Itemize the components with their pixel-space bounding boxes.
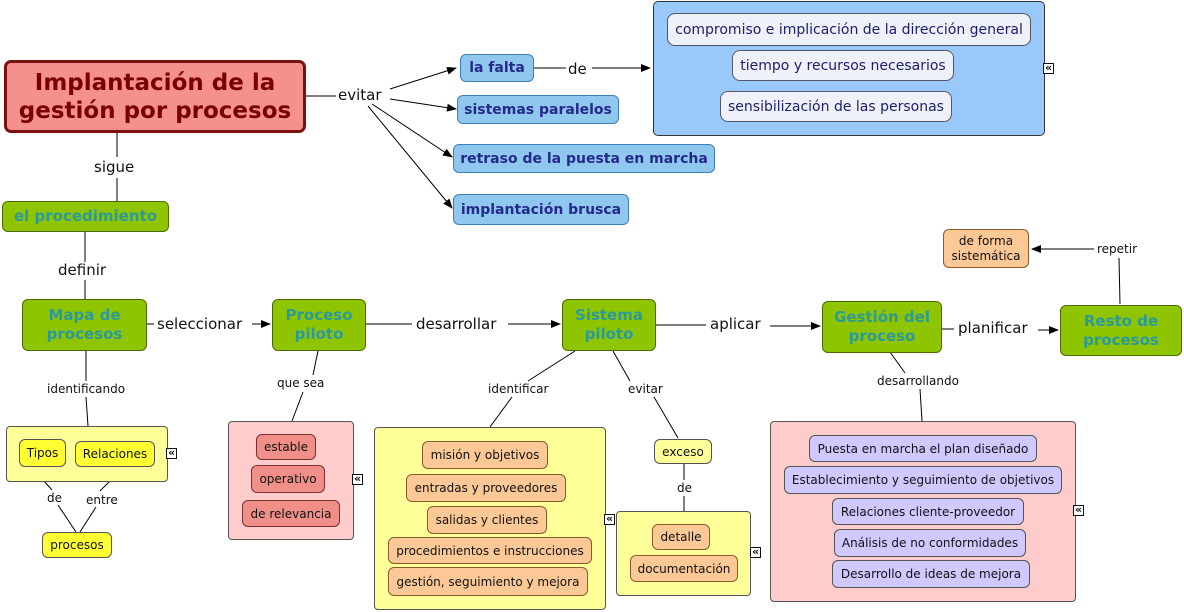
aplicar-label: aplicar bbox=[710, 315, 761, 333]
establecimiento-node[interactable]: Establecimiento y seguimiento de objetiv… bbox=[784, 466, 1062, 494]
la-falta-text: la falta bbox=[469, 60, 525, 76]
forma-sistematica-text: de forma sistemática bbox=[951, 233, 1021, 263]
gestion-proceso-text: Gestión del proceso bbox=[834, 308, 930, 345]
relevancia-text: de relevancia bbox=[250, 506, 332, 521]
estable-text: estable bbox=[263, 440, 309, 454]
sistemas-paralelos-node[interactable]: sistemas paralelos bbox=[457, 95, 619, 124]
sigue-label: sigue bbox=[94, 158, 135, 176]
operativo-node[interactable]: operativo bbox=[251, 465, 325, 493]
que-sea-label: que sea bbox=[277, 376, 325, 390]
documentacion-text: documentación bbox=[637, 561, 731, 576]
procedimiento-text: el procedimiento bbox=[13, 207, 158, 225]
establecimiento-text: Establecimiento y seguimiento de objetiv… bbox=[791, 473, 1055, 487]
mision-text: misión y objetivos bbox=[430, 448, 540, 462]
relaciones-text: Relaciones bbox=[82, 447, 148, 461]
entre-label: entre bbox=[86, 493, 118, 507]
implantacion-brusca-node[interactable]: implantación brusca bbox=[453, 194, 629, 225]
gestion-seguimiento-text: gestión, seguimiento y mejora bbox=[396, 574, 580, 589]
falta-item-text: compromiso e implicación de la dirección… bbox=[675, 21, 1023, 38]
identificar-label: identificar bbox=[488, 382, 549, 396]
identificando-label: identificando bbox=[47, 382, 126, 396]
resto-procesos-node[interactable]: Resto de procesos bbox=[1060, 305, 1182, 356]
definir-label: definir bbox=[58, 261, 107, 279]
proceso-piloto-text: Proceso piloto bbox=[285, 306, 353, 343]
retraso-text: retraso de la puesta en marcha bbox=[460, 150, 708, 167]
sistema-piloto-node[interactable]: Sistema piloto bbox=[562, 299, 656, 351]
mapa-procesos-node[interactable]: Mapa de procesos bbox=[22, 299, 147, 351]
sistemas-paralelos-text: sistemas paralelos bbox=[464, 101, 612, 118]
desarrollo-ideas-text: Desarrollo de ideas de mejora bbox=[840, 567, 1022, 581]
tipos-node[interactable]: Tipos bbox=[19, 439, 66, 467]
detalle-text: detalle bbox=[660, 530, 702, 544]
entradas-text: entradas y proveedores bbox=[414, 481, 558, 495]
la-falta-node[interactable]: la falta bbox=[460, 54, 534, 82]
gestion-seguimiento-node[interactable]: gestión, seguimiento y mejora bbox=[388, 567, 588, 596]
evitar-label-sistema: evitar bbox=[628, 382, 663, 396]
gestion-proceso-node[interactable]: Gestión del proceso bbox=[822, 301, 942, 353]
resto-procesos-text: Resto de procesos bbox=[1083, 311, 1159, 349]
desarrollo-ideas-node[interactable]: Desarrollo de ideas de mejora bbox=[832, 560, 1030, 588]
procesos-node[interactable]: procesos bbox=[42, 532, 112, 558]
forma-sistematica-node[interactable]: de forma sistemática bbox=[943, 229, 1029, 268]
de-label-falta: de bbox=[568, 60, 587, 78]
procedimientos-node[interactable]: procedimientos e instrucciones bbox=[388, 537, 592, 564]
de-label-exceso: de bbox=[677, 481, 692, 495]
repetir-label: repetir bbox=[1097, 242, 1138, 256]
seleccionar-label: seleccionar bbox=[157, 315, 243, 333]
analisis-text: Análisis de no conformidades bbox=[841, 536, 1019, 550]
de-label-tipos: de bbox=[47, 491, 62, 505]
expand-icon[interactable]: « bbox=[604, 512, 615, 525]
mision-node[interactable]: misión y objetivos bbox=[422, 441, 548, 469]
documentacion-node[interactable]: documentación bbox=[630, 555, 738, 582]
relevancia-node[interactable]: de relevancia bbox=[242, 500, 340, 527]
expand-icon[interactable]: « bbox=[1043, 61, 1054, 74]
falta-item-text: sensibilización de las personas bbox=[728, 98, 944, 115]
salidas-node[interactable]: salidas y clientes bbox=[427, 506, 547, 534]
retraso-node[interactable]: retraso de la puesta en marcha bbox=[453, 144, 715, 173]
desarrollar-label: desarrollar bbox=[416, 315, 497, 333]
proceso-piloto-node[interactable]: Proceso piloto bbox=[272, 299, 366, 351]
tipos-text: Tipos bbox=[26, 446, 59, 460]
relaciones-node[interactable]: Relaciones bbox=[75, 441, 155, 467]
procedimientos-text: procedimientos e instrucciones bbox=[396, 543, 584, 558]
falta-item-tiempo[interactable]: tiempo y recursos necesarios bbox=[732, 50, 954, 81]
expand-icon[interactable]: « bbox=[750, 545, 761, 558]
detalle-node[interactable]: detalle bbox=[652, 524, 710, 550]
analisis-node[interactable]: Análisis de no conformidades bbox=[834, 529, 1026, 557]
salidas-text: salidas y clientes bbox=[435, 513, 539, 527]
main-title-text: Implantación de la gestión por procesos bbox=[18, 69, 292, 124]
main-title-node[interactable]: Implantación de la gestión por procesos bbox=[4, 60, 306, 133]
puesta-marcha-node[interactable]: Puesta en marcha el plan diseñado bbox=[809, 435, 1037, 462]
implantacion-brusca-text: implantación brusca bbox=[460, 201, 622, 218]
planificar-label: planificar bbox=[958, 319, 1028, 337]
procedimiento-node[interactable]: el procedimiento bbox=[2, 201, 169, 232]
desarrollando-label: desarrollando bbox=[877, 374, 959, 388]
relaciones-cliente-node[interactable]: Relaciones cliente-proveedor bbox=[832, 498, 1024, 525]
exceso-node[interactable]: exceso bbox=[654, 439, 712, 464]
expand-icon[interactable]: « bbox=[352, 472, 363, 485]
evitar-label: evitar bbox=[338, 86, 382, 104]
puesta-marcha-text: Puesta en marcha el plan diseñado bbox=[817, 441, 1029, 456]
exceso-text: exceso bbox=[662, 444, 704, 459]
sistema-piloto-text: Sistema piloto bbox=[575, 306, 643, 343]
entradas-node[interactable]: entradas y proveedores bbox=[406, 474, 566, 502]
estable-node[interactable]: estable bbox=[256, 434, 316, 460]
expand-icon[interactable]: « bbox=[1073, 503, 1084, 516]
procesos-text: procesos bbox=[50, 538, 104, 552]
operativo-text: operativo bbox=[259, 472, 317, 486]
mapa-procesos-text: Mapa de procesos bbox=[46, 306, 123, 343]
expand-icon[interactable]: « bbox=[166, 446, 177, 459]
relaciones-cliente-text: Relaciones cliente-proveedor bbox=[840, 504, 1016, 519]
falta-item-text: tiempo y recursos necesarios bbox=[740, 57, 946, 74]
falta-item-compromiso[interactable]: compromiso e implicación de la dirección… bbox=[667, 13, 1031, 46]
falta-item-sensibilizacion[interactable]: sensibilización de las personas bbox=[720, 91, 952, 122]
